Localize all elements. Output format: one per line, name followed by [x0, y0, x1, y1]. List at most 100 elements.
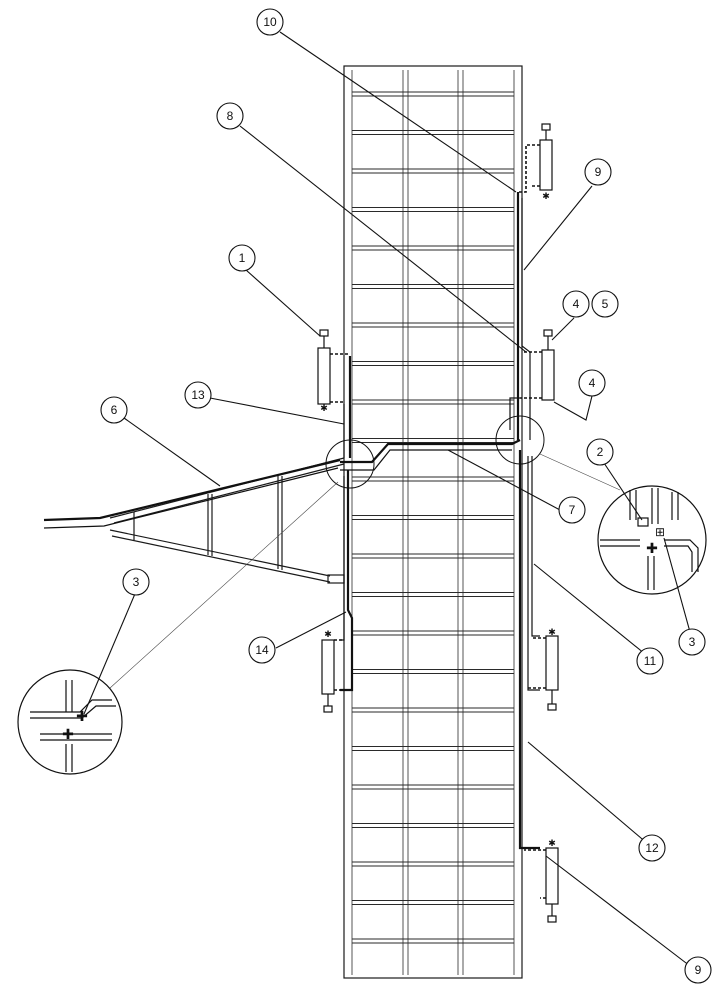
- callout-11: 11: [636, 647, 664, 675]
- cylinder-fitting-mark: ✱: [548, 627, 556, 637]
- callout-14: 14: [248, 636, 276, 664]
- callout-12: 12: [638, 834, 666, 862]
- cylinder-top-right: ✱: [518, 123, 553, 201]
- cylinder-fitting-mark: ✱: [542, 191, 550, 201]
- callout-9-bottom: 9: [684, 956, 712, 984]
- main-frame: [343, 65, 523, 979]
- callout-balloons: 10 8 9 1 4 5 4 13 6 2 7 3 3 11 14 12 9: [100, 8, 712, 984]
- leader-1: [245, 269, 321, 337]
- detail-link-right: [539, 453, 621, 491]
- cylinder-clevis: [547, 703, 557, 711]
- callout-10-label: 10: [263, 15, 277, 29]
- cylinder-fitting-mark: ✱: [548, 838, 556, 848]
- callout-5: 5: [591, 290, 619, 318]
- callout-4-mid: 4: [578, 369, 606, 397]
- callout-3-right-label: 3: [689, 635, 696, 649]
- cylinder-barrel: [541, 349, 555, 401]
- detail-hose-2: [651, 488, 659, 524]
- cross-hose-upper: [340, 439, 521, 464]
- callout-12-label: 12: [645, 841, 659, 855]
- detail-fitting: [637, 517, 649, 527]
- left-hose-down-inner: [340, 476, 345, 641]
- cylinder-right-mid-lower: ✱: [528, 627, 559, 711]
- callout-6-label: 6: [111, 403, 118, 417]
- callout-9-top-label: 9: [595, 165, 602, 179]
- leader-6: [123, 417, 221, 487]
- callout-4-top: 4: [562, 290, 590, 318]
- left-hose-down: [340, 470, 354, 692]
- leader-9b: [545, 855, 691, 967]
- callout-9-bottom-label: 9: [695, 963, 702, 977]
- leader-13: [209, 397, 345, 425]
- callout-1: 1: [228, 244, 256, 272]
- callout-1-label: 1: [239, 251, 246, 265]
- leader-3b: [663, 537, 691, 633]
- callout-2: 2: [586, 438, 614, 466]
- cylinder-clevis: [547, 915, 557, 923]
- detail-hose-1: [30, 699, 112, 713]
- hitch-hose-pair-b: [43, 467, 339, 529]
- tongue-upper-beam-2: [113, 463, 345, 524]
- cross-fitting-icon: ✚: [76, 708, 88, 724]
- detail-zone-right: [495, 415, 545, 465]
- cylinder-bottom-right: ✱: [524, 838, 559, 923]
- right-hose-lower: [518, 450, 540, 850]
- frame-crossmembers: [352, 91, 514, 944]
- cylinder-port-line: [518, 144, 540, 193]
- cylinder-barrel: [321, 639, 335, 695]
- detail-hose-4: [600, 539, 640, 547]
- tee-fitting-icon: ⊞: [655, 525, 665, 539]
- callout-7: 7: [558, 496, 586, 524]
- callout-5-label: 5: [602, 297, 609, 311]
- leader-11: [533, 563, 651, 659]
- cylinder-clevis: [323, 705, 333, 713]
- callout-14-label: 14: [255, 643, 269, 657]
- right-upper-loop: [509, 397, 520, 430]
- leader-12: [527, 741, 649, 845]
- callout-3-left: 3: [122, 568, 150, 596]
- frame-outer: [343, 65, 523, 979]
- detail-view-right: ✚ ⊞: [597, 485, 707, 595]
- detail-link-left: [109, 481, 339, 689]
- leader-4b: [553, 395, 593, 421]
- leader-2: [601, 459, 643, 521]
- cylinder-barrel: [539, 139, 553, 191]
- callout-4-mid-label: 4: [589, 376, 596, 390]
- hose-routing: [340, 192, 540, 850]
- cylinder-fitting-mark: ✱: [320, 403, 328, 413]
- detail-view-left: ✚ ✚: [17, 669, 123, 775]
- tongue-lower-beam: [109, 529, 331, 577]
- cylinder-mid-right: [520, 329, 555, 401]
- callout-10: 10: [256, 8, 284, 36]
- cross-hose-lower: [340, 449, 512, 471]
- right-hose-lower-inner: [527, 456, 540, 691]
- cylinder-fitting-mark: ✱: [324, 629, 332, 639]
- callout-4-top-label: 4: [573, 297, 580, 311]
- callout-13-label: 13: [191, 388, 205, 402]
- cylinder-clevis: [541, 123, 551, 131]
- cross-fitting-icon: ✚: [62, 726, 74, 742]
- tongue-cross-tube: [327, 574, 345, 584]
- tongue-lower-beam-2: [111, 535, 331, 583]
- callout-2-label: 2: [597, 445, 604, 459]
- callout-8: 8: [216, 102, 244, 130]
- leader-9a: [523, 185, 593, 271]
- cylinder-clevis: [543, 329, 553, 337]
- detail-hose-3: [671, 492, 679, 520]
- leader-3a: [83, 581, 141, 715]
- detail-hose-5: [65, 680, 73, 712]
- detail-hose-6: [647, 556, 655, 590]
- cylinder-barrel: [545, 847, 559, 905]
- detail-hose-6: [65, 744, 73, 772]
- hitch-hose-pair-a: [43, 458, 341, 522]
- callout-7-label: 7: [569, 503, 576, 517]
- detail-hose-5: [664, 539, 699, 572]
- leader-lines: [83, 31, 691, 967]
- detail-hose-2: [30, 705, 116, 719]
- cylinder-clevis: [319, 329, 329, 337]
- cylinder-barrel: [545, 635, 559, 691]
- leader-4a: [551, 317, 575, 341]
- cylinder-barrel: [317, 347, 331, 405]
- leader-7: [447, 449, 561, 511]
